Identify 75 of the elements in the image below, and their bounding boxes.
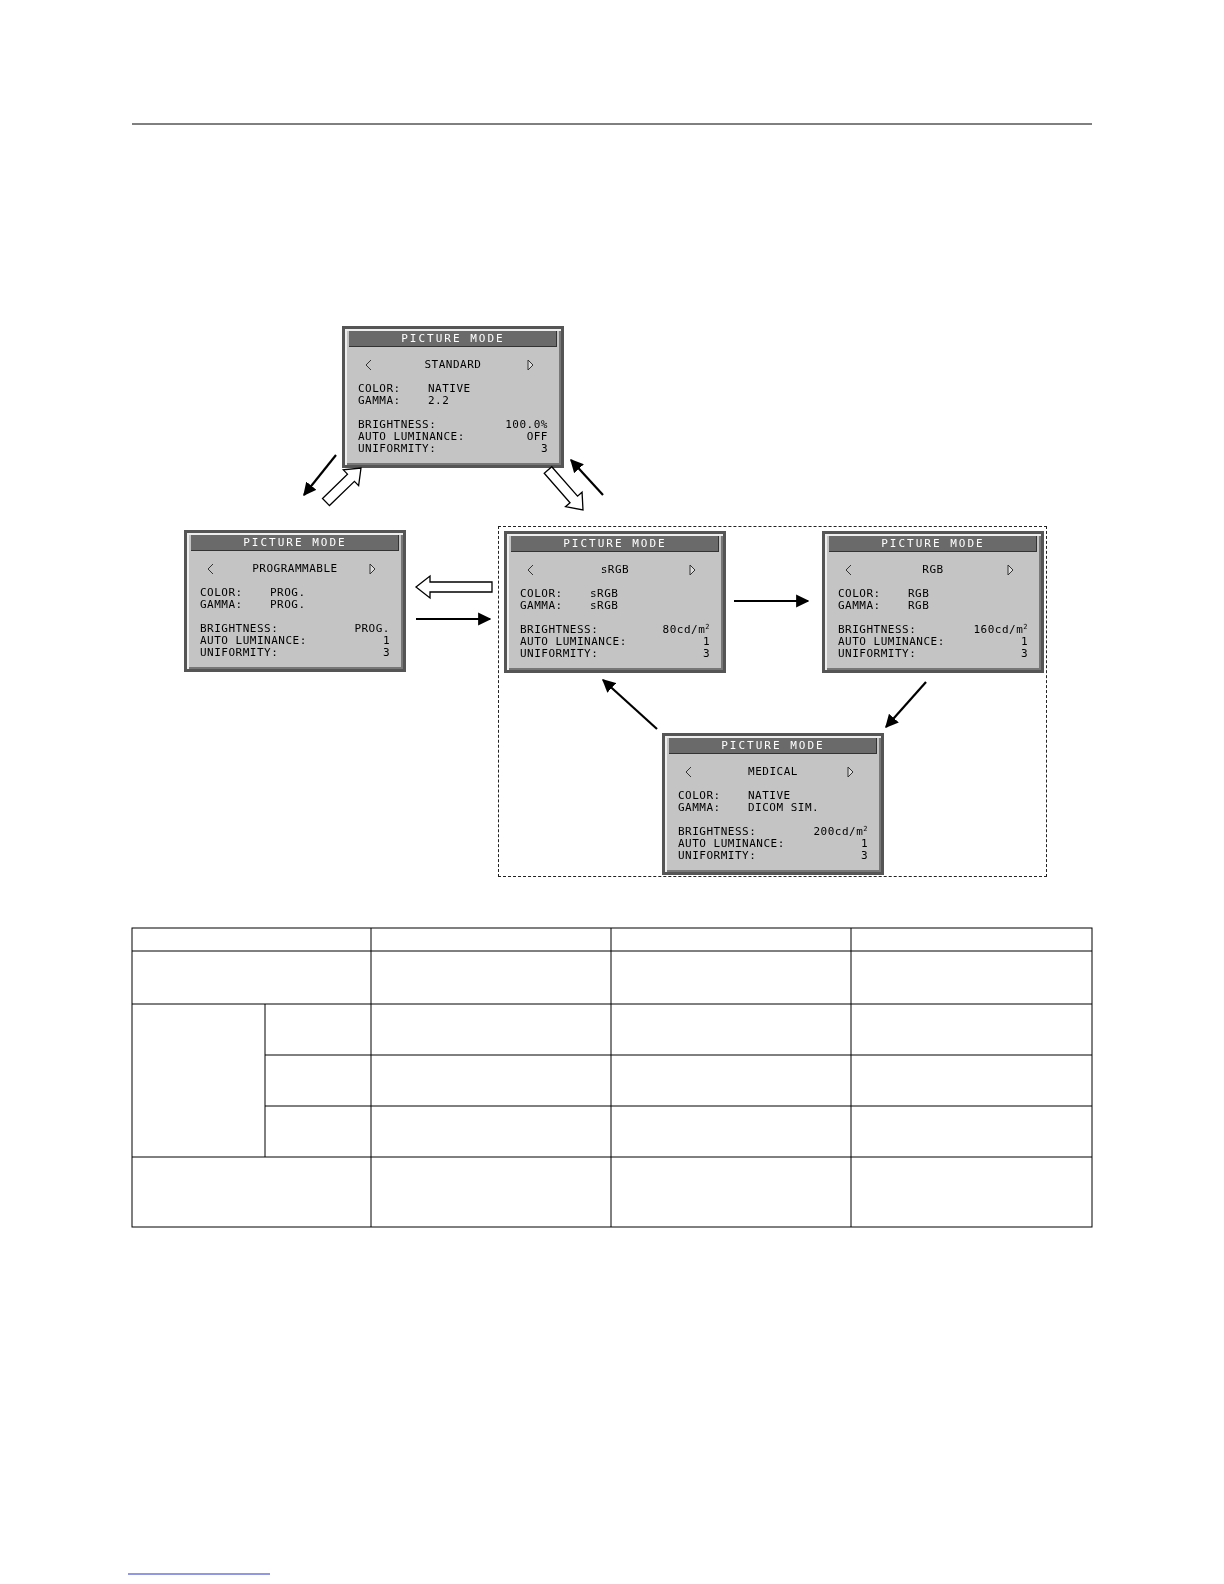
setting-value: 3 [860,850,868,862]
mode-value: PROGRAMMABLE [251,563,339,575]
setting-label: COLOR: [358,383,401,395]
setting-value: 3 [540,443,548,455]
setting-value: 200cd/m$^{2}$ [813,826,868,838]
setting-label: BRIGHTNESS: [838,624,917,636]
mode-value: sRGB [599,564,631,576]
setting-label: AUTO LUMINANCE: [358,431,465,443]
osd-menu-panel [342,326,564,468]
setting-value: RGB [908,600,930,612]
setting-value: 1 [702,636,710,648]
hollow-arrow [414,574,493,600]
setting-value: 160cd/m$^{2}$ [973,624,1028,636]
arrow [416,612,492,626]
osd-menu-panel [662,733,884,875]
osd-menu-panel [504,531,726,673]
menu-title-bar: PICTURE MODE [669,738,877,754]
arrow [885,681,927,728]
setting-label: GAMMA: [678,802,721,814]
setting-value: NATIVE [748,790,791,802]
setting-label: GAMMA: [838,600,881,612]
setting-label: BRIGHTNESS: [358,419,437,431]
setting-label: BRIGHTNESS: [200,623,279,635]
setting-value: PROG. [270,587,306,599]
setting-label: UNIFORMITY: [358,443,437,455]
dashed-group-frame [498,526,1047,877]
setting-value: sRGB [590,588,619,600]
mode-value: STANDARD [423,359,483,371]
menu-title-bar: PICTURE MODE [349,331,557,347]
setting-label: UNIFORMITY: [678,850,757,862]
setting-label: GAMMA: [520,600,563,612]
hollow-arrow [321,467,362,507]
setting-value: 2.2 [428,395,450,407]
setting-value: 3 [1020,648,1028,660]
setting-value: 1 [382,635,390,647]
hollow-arrow [543,465,584,511]
arrow [602,679,658,730]
setting-value: DICOM SIM. [748,802,820,814]
arrow [570,459,604,496]
setting-label: AUTO LUMINANCE: [200,635,307,647]
setting-label: UNIFORMITY: [200,647,279,659]
setting-label: BRIGHTNESS: [520,624,599,636]
setting-label: UNIFORMITY: [838,648,917,660]
setting-value: PROG. [354,623,390,635]
setting-label: GAMMA: [358,395,401,407]
setting-value: 80cd/m$^{2}$ [662,624,710,636]
setting-value: RGB [908,588,930,600]
osd-menu-panel [822,531,1044,673]
setting-value: OFF [526,431,548,443]
setting-label: COLOR: [200,587,243,599]
arrow [303,454,337,497]
setting-label: GAMMA: [200,599,243,611]
setting-value: 1 [1020,636,1028,648]
menu-title-bar: PICTURE MODE [511,536,719,552]
setting-label: COLOR: [678,790,721,802]
setting-value: PROG. [270,599,306,611]
setting-value: NATIVE [428,383,471,395]
setting-label: COLOR: [520,588,563,600]
setting-label: COLOR: [838,588,881,600]
arrow [734,594,810,608]
setting-value: 1 [860,838,868,850]
menu-title-bar: PICTURE MODE [829,536,1037,552]
menu-title-bar: PICTURE MODE [191,535,399,551]
setting-label: BRIGHTNESS: [678,826,757,838]
setting-value: sRGB [590,600,619,612]
setting-label: AUTO LUMINANCE: [520,636,627,648]
setting-value: 100.0% [505,419,548,431]
setting-label: AUTO LUMINANCE: [678,838,785,850]
mode-value: MEDICAL [747,766,799,778]
setting-label: UNIFORMITY: [520,648,599,660]
osd-menu-panel [184,530,406,672]
setting-value: 3 [382,647,390,659]
setting-label: AUTO LUMINANCE: [838,636,945,648]
setting-value: 3 [702,648,710,660]
mode-value: RGB [921,564,945,576]
